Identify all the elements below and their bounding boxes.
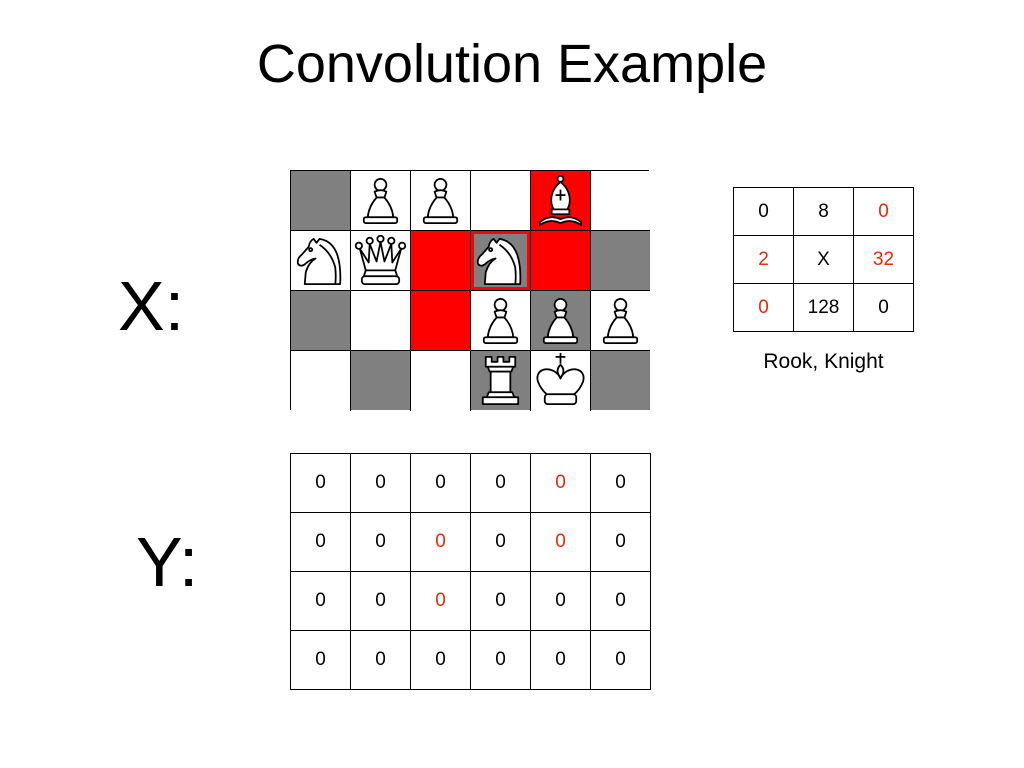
y-label: Y:: [136, 523, 199, 601]
chess-rook-icon: [481, 356, 520, 405]
filter-caption: Rook, Knight: [763, 350, 884, 373]
filter-cell: 0: [853, 283, 914, 332]
board-grid-line: [410, 171, 411, 411]
filter-cell: 32: [853, 235, 914, 284]
output-cell: 0: [350, 512, 411, 572]
board-square-r3-c1: [351, 351, 410, 410]
chess-queen-icon: [354, 234, 407, 285]
filter-cell: 0: [733, 283, 794, 332]
output-cell: 0: [350, 571, 411, 631]
output-cell: 0: [410, 571, 471, 631]
output-cell: 0: [470, 571, 531, 631]
board-grid-line: [291, 230, 650, 231]
output-cell: 0: [590, 453, 651, 513]
output-cell: 0: [350, 453, 411, 513]
chess-pawn-icon: [422, 177, 459, 225]
filter-cell: X: [793, 235, 854, 284]
output-cell: 0: [530, 453, 591, 513]
chess-pawn-icon: [482, 297, 519, 345]
filter-cell: 8: [793, 187, 854, 236]
chess-pawn-icon: [602, 297, 639, 345]
board-square-r0-c0: [291, 171, 350, 230]
output-cell: 0: [290, 630, 351, 690]
x-label: X:: [118, 267, 185, 345]
filter-cell: 0: [853, 187, 914, 236]
board-square-r0-c3: [471, 171, 530, 230]
chess-bishop-icon: [538, 175, 583, 226]
output-cell: 0: [530, 512, 591, 572]
slide-title: Convolution Example: [256, 34, 768, 94]
board-grid-line: [291, 350, 650, 351]
output-cell: 0: [410, 512, 471, 572]
board-grid-line: [470, 171, 471, 411]
output-cell: 0: [530, 630, 591, 690]
chess-pawn-icon: [362, 177, 399, 225]
chess-board: [290, 170, 650, 411]
board-grid-line: [590, 171, 591, 411]
board-grid-line: [291, 290, 650, 291]
output-cell: 0: [590, 630, 651, 690]
filter-cell: 0: [733, 187, 794, 236]
board-square-r0-c5: [591, 171, 650, 230]
output-cell: 0: [470, 512, 531, 572]
board-square-r1-c4: [531, 231, 590, 290]
output-cell: 0: [530, 571, 591, 631]
board-square-r3-c5: [591, 351, 650, 410]
board-square-r3-c0: [291, 351, 350, 410]
output-cell: 0: [470, 453, 531, 513]
chess-king-icon: [536, 352, 585, 405]
output-cell: 0: [290, 571, 351, 631]
board-grid-line: [350, 171, 351, 411]
chess-knight-icon: [296, 237, 342, 285]
output-cell: 0: [470, 630, 531, 690]
board-square-r3-c2: [411, 351, 470, 410]
board-square-r2-c0: [291, 291, 350, 350]
board-square-r2-c2: [411, 291, 470, 350]
board-square-r1-c2: [411, 231, 470, 290]
filter-cell: 2: [733, 235, 794, 284]
output-cell: 0: [290, 512, 351, 572]
board-square-r2-c1: [351, 291, 410, 350]
output-cell: 0: [590, 571, 651, 631]
output-cell: 0: [410, 453, 471, 513]
board-grid-line: [530, 171, 531, 411]
output-cell: 0: [410, 630, 471, 690]
output-cell: 0: [590, 512, 651, 572]
chess-knight-icon: [476, 237, 522, 285]
board-square-r1-c5: [591, 231, 650, 290]
output-cell: 0: [290, 453, 351, 513]
filter-cell: 128: [793, 283, 854, 332]
chess-pawn-icon: [542, 297, 579, 345]
output-cell: 0: [350, 630, 411, 690]
